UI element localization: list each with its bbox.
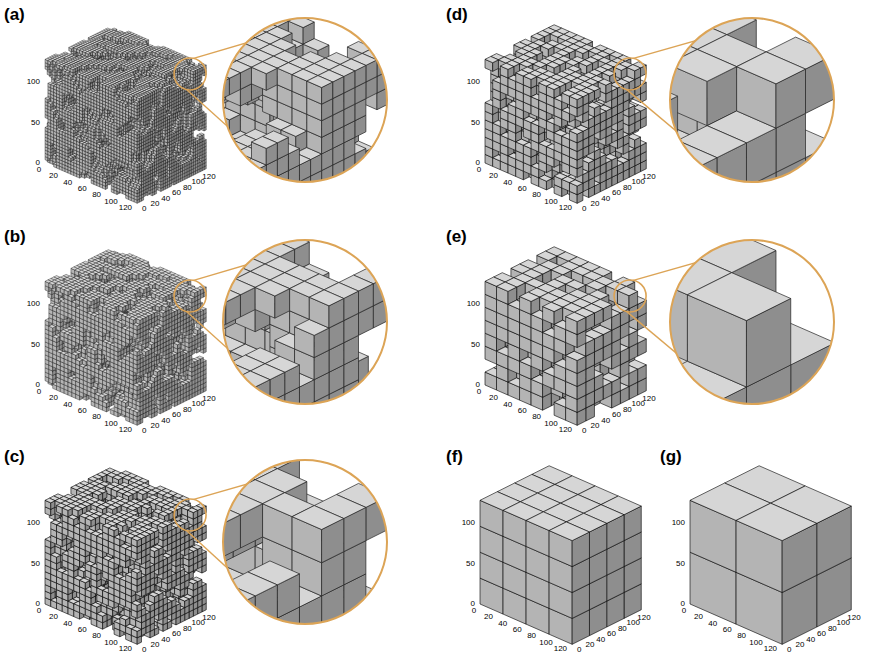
figure: (a)050100020406080100120020406080100120(… — [0, 0, 877, 665]
